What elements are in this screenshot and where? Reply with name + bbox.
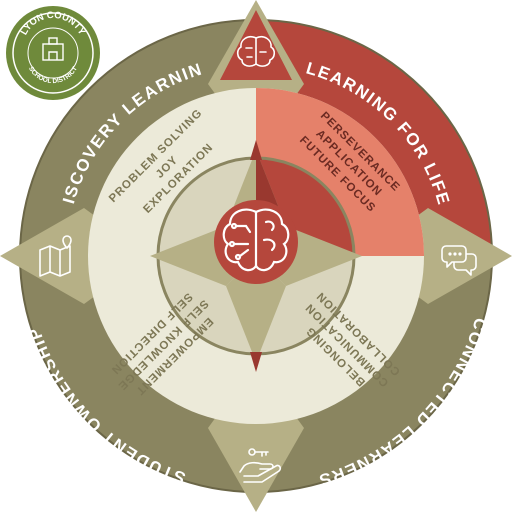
hand-keys-icon [239,448,282,483]
district-seal-logo: LYON COUNTY SCHOOL DISTRICT [3,3,103,103]
seal-building-icon [42,37,64,61]
needle-south [250,352,262,372]
circuit-brain-icon [222,208,290,272]
needle-north [250,140,262,160]
inner-star-south [226,256,286,362]
map-icon [39,235,72,277]
chat-bubbles-icon [441,245,477,276]
brain-icon [236,35,276,67]
